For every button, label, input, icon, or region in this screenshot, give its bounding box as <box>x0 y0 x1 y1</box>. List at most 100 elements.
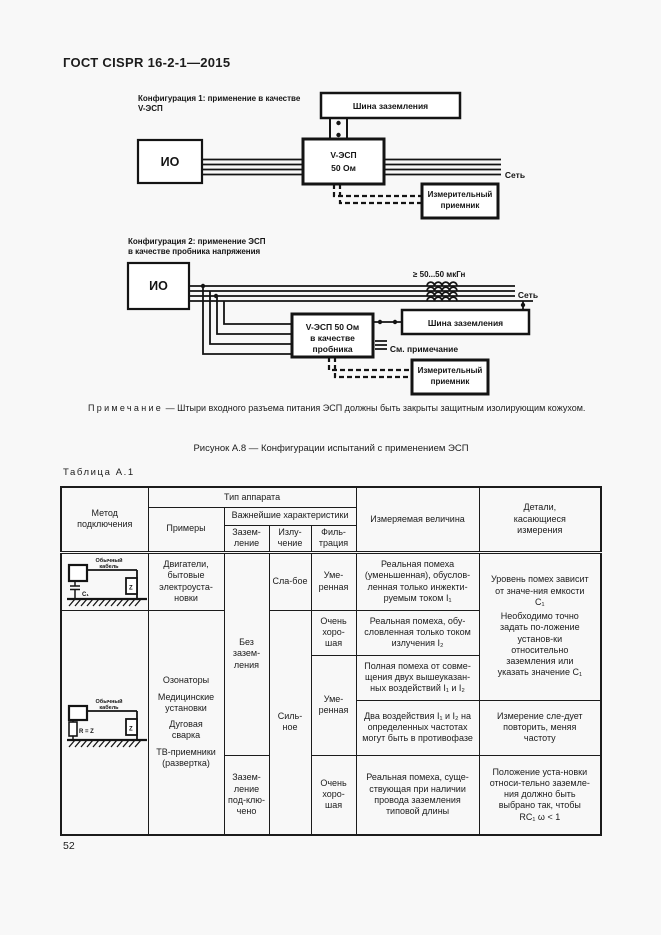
details-paragraph: Необходимо точно задать по-ложение устан… <box>497 611 583 678</box>
connector-dot <box>520 302 526 308</box>
receiver-label-line2: приемник <box>441 201 481 210</box>
config2-group: Конфигурация 2: применение ЭСП в качеств… <box>126 237 538 396</box>
cell-filtering-1: Уме-ренная <box>310 551 357 611</box>
connector-dot <box>377 319 383 325</box>
mains-wires-right <box>384 158 501 176</box>
cell-filtering-2: Очень хоро-шая <box>310 609 357 656</box>
receiver-label-line1: Измерительный <box>428 190 493 199</box>
receiver-label-line2: приемник <box>431 377 471 386</box>
inductance-label: ≥ 50...50 мкГн <box>413 270 466 279</box>
cell-measured-4: Два воздействия I₁ и I₂ на определенных … <box>355 699 480 756</box>
impedance-label: Z <box>129 726 133 732</box>
cell-method-2: Обычный кабель R = Z Z <box>60 609 149 836</box>
table-row: Обычный кабель C₁ Z Двигатели, бытовые э… <box>60 551 602 756</box>
receiver-dashed-link <box>332 184 422 205</box>
resistor-label: R = Z <box>79 729 94 735</box>
cell-details-4: Измерение сле-дует повторить, меняя част… <box>478 699 602 756</box>
eut-box <box>136 138 204 185</box>
cell-measured-2: Реальная помеха, обу-словленная только т… <box>355 609 480 656</box>
esp-probe-box <box>290 312 375 359</box>
cell-grounding-1-4: Без зазем-ления <box>223 551 270 756</box>
table-a1: Метод подключения Тип аппарата Измеряема… <box>60 486 603 836</box>
esp-probe-label-line2: в качестве <box>310 333 355 343</box>
ground-bus-label: Шина заземления <box>353 101 428 111</box>
impedance-label: Z <box>129 586 133 592</box>
cable-label-line2: кабель <box>99 704 119 711</box>
esp-probe-label-line1: V-ЭСП 50 Ом <box>306 322 359 332</box>
config1-label-line1: Конфигурация 1: применение в качестве <box>138 94 301 103</box>
page-title: ГОСТ CISPR 16-2-1—2015 <box>63 55 231 70</box>
example-item: Дуговая сварка <box>169 719 203 741</box>
config2-label-line1: Конфигурация 2: применение ЭСП <box>128 237 266 246</box>
details-paragraph: Уровень помех зависит от значе-ния емкос… <box>490 574 589 607</box>
receiver-dashed-link <box>327 357 412 379</box>
header-method: Метод подключения <box>60 486 149 554</box>
source-box <box>67 704 89 721</box>
esp-label-line1: V-ЭСП <box>330 150 356 160</box>
note-label: Примечание <box>88 403 164 413</box>
see-note-stubs <box>375 340 387 350</box>
cell-grounding-5: Зазем-ление под-клю-чено <box>223 754 270 836</box>
cell-method-1: Обычный кабель C₁ Z <box>60 551 149 611</box>
header-measured: Измеряемая величина <box>355 486 480 554</box>
figure-note: Примечание — Штыри входного разъема пита… <box>63 402 600 415</box>
eut-box <box>126 261 191 311</box>
ground-bus-box <box>319 91 462 120</box>
inductor-coils <box>426 281 458 302</box>
method-icon-capacitive: Обычный кабель C₁ Z <box>67 557 147 607</box>
see-note-label: См. примечание <box>390 344 459 354</box>
probe-tap-wires <box>202 286 292 355</box>
table-row: Зазем-ление под-клю-чено Очень хоро-шая … <box>61 754 602 836</box>
cell-details-5: Положение уста-новки относи-тельно зазем… <box>478 754 602 836</box>
cable-label-line1: Обычный <box>96 698 123 705</box>
header-characteristics: Важнейшие характеристики <box>223 506 357 526</box>
connector-dot <box>336 120 341 126</box>
figure-a8-diagram: Конфигурация 1: применение в качестве V-… <box>126 91 538 396</box>
header-examples: Примеры <box>147 506 225 554</box>
esp-box <box>301 137 386 186</box>
header-filtering: Филь-трация <box>310 524 357 554</box>
cell-measured-5: Реальная помеха, суще-ствующая при налич… <box>355 754 480 836</box>
cell-details-1-3: Уровень помех зависит от значе-ния емкос… <box>478 551 602 701</box>
page-number: 52 <box>63 840 75 852</box>
cell-examples-2-5: Озонаторы Медицинские установки Дуговая … <box>147 609 225 836</box>
source-box <box>67 563 89 583</box>
receiver-label-line1: Измерительный <box>418 366 483 375</box>
cell-examples-1: Двигатели, бытовые электроуста-новки <box>147 551 225 611</box>
mains-wires <box>189 285 533 302</box>
esp-probe-label-line3: пробника <box>312 344 352 354</box>
header-details: Детали, касающиеся измерения <box>478 486 602 554</box>
example-item: Озонаторы <box>162 675 210 686</box>
cell-filtering-5: Очень хоро-шая <box>310 754 357 836</box>
cell-radiation-1: Сла-бое <box>268 551 312 611</box>
example-item: ТВ-приемники (развертка) <box>156 746 216 768</box>
capacitor-label: C₁ <box>82 592 89 598</box>
resistor-box <box>68 720 78 737</box>
header-device-type: Тип аппарата <box>147 486 357 508</box>
receiver-box <box>410 358 490 396</box>
eut-label: ИО <box>149 279 168 293</box>
cable-label-line2: кабель <box>99 563 119 570</box>
cell-radiation-2-5: Силь-ное <box>268 609 312 836</box>
cell-measured-1: Реальная помеха (уменьшенная), обуслов-л… <box>355 551 480 611</box>
config2-label-line2: в качестве пробника напряжения <box>128 247 261 256</box>
eut-label: ИО <box>161 155 180 169</box>
cable-label-line1: Обычный <box>96 557 123 564</box>
figure-caption: Рисунок А.8 — Конфигурации испытаний с п… <box>193 443 469 454</box>
example-item: Медицинские установки <box>157 691 215 713</box>
mains-label: Сеть <box>518 290 538 300</box>
cell-measured-3: Полная помеха от совме-щения двух вышеук… <box>355 654 480 701</box>
note-text: — Штыри входного разъема питания ЭСП дол… <box>165 403 586 413</box>
ground-bus-label: Шина заземления <box>428 318 503 328</box>
method-icon-resistive: Обычный кабель R = Z Z <box>67 698 147 748</box>
impedance-box <box>125 577 138 595</box>
config1-group: Конфигурация 1: применение в качестве V-… <box>136 91 525 220</box>
cell-filtering-3-4: Уме-ренная <box>310 654 357 756</box>
table-title: Таблица А.1 <box>63 467 135 478</box>
ground-bus-connector <box>329 118 348 139</box>
config1-label-line2: V-ЭСП <box>138 104 163 113</box>
table-a1-grid: Метод подключения Тип аппарата Измеряема… <box>60 486 603 836</box>
impedance-box <box>125 717 138 736</box>
header-radiation: Излу-чение <box>268 524 312 554</box>
